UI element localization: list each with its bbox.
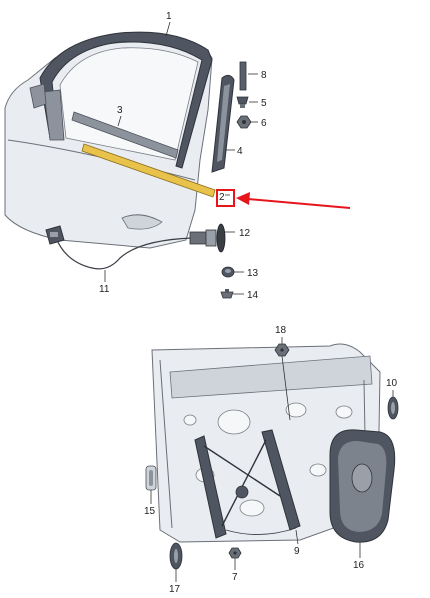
callout-15: 15: [144, 506, 156, 517]
callout-12: 12: [239, 228, 251, 239]
screw: [220, 289, 234, 299]
callout-7: 7: [232, 572, 238, 583]
belt-moulding-strip: [81, 143, 216, 198]
grommet: [221, 266, 235, 278]
wiring-harness-cable: [45, 225, 193, 270]
callout-10: 10: [386, 378, 398, 389]
window-seal-inner: [71, 111, 179, 159]
callout-3: 3: [117, 105, 123, 116]
callout-18: 18: [275, 325, 287, 336]
callout-5: 5: [261, 98, 267, 109]
callout-17: 17: [169, 584, 181, 595]
sealing-plug-10: [387, 396, 399, 420]
pillar-cover-strip: [239, 61, 247, 91]
sealing-plug-17: [169, 542, 183, 570]
callout-16: 16: [353, 560, 365, 571]
leader-lines: [104, 21, 394, 582]
callout-2: 2: [219, 192, 225, 203]
highlight-box: [216, 189, 235, 207]
callout-11: 11: [99, 284, 110, 295]
rear-door-outer-panel: [4, 31, 213, 249]
hex-nut: [236, 115, 252, 129]
callout-6: 6: [261, 118, 267, 129]
retaining-clip: [236, 96, 249, 108]
highlight-arrow: [236, 192, 351, 209]
callout-8: 8: [261, 70, 267, 81]
screw-18: [274, 343, 290, 357]
window-regulator: [194, 429, 301, 539]
lock-actuator: [189, 223, 226, 253]
callout-4: 4: [237, 146, 243, 157]
cover-plate-15: [145, 465, 157, 491]
hex-nut-7: [228, 547, 242, 559]
callout-14: 14: [247, 290, 259, 301]
callout-1: 1: [166, 11, 172, 22]
callout-13: 13: [247, 268, 259, 279]
callout-9: 9: [294, 546, 300, 557]
door-module-cover: [329, 429, 396, 543]
